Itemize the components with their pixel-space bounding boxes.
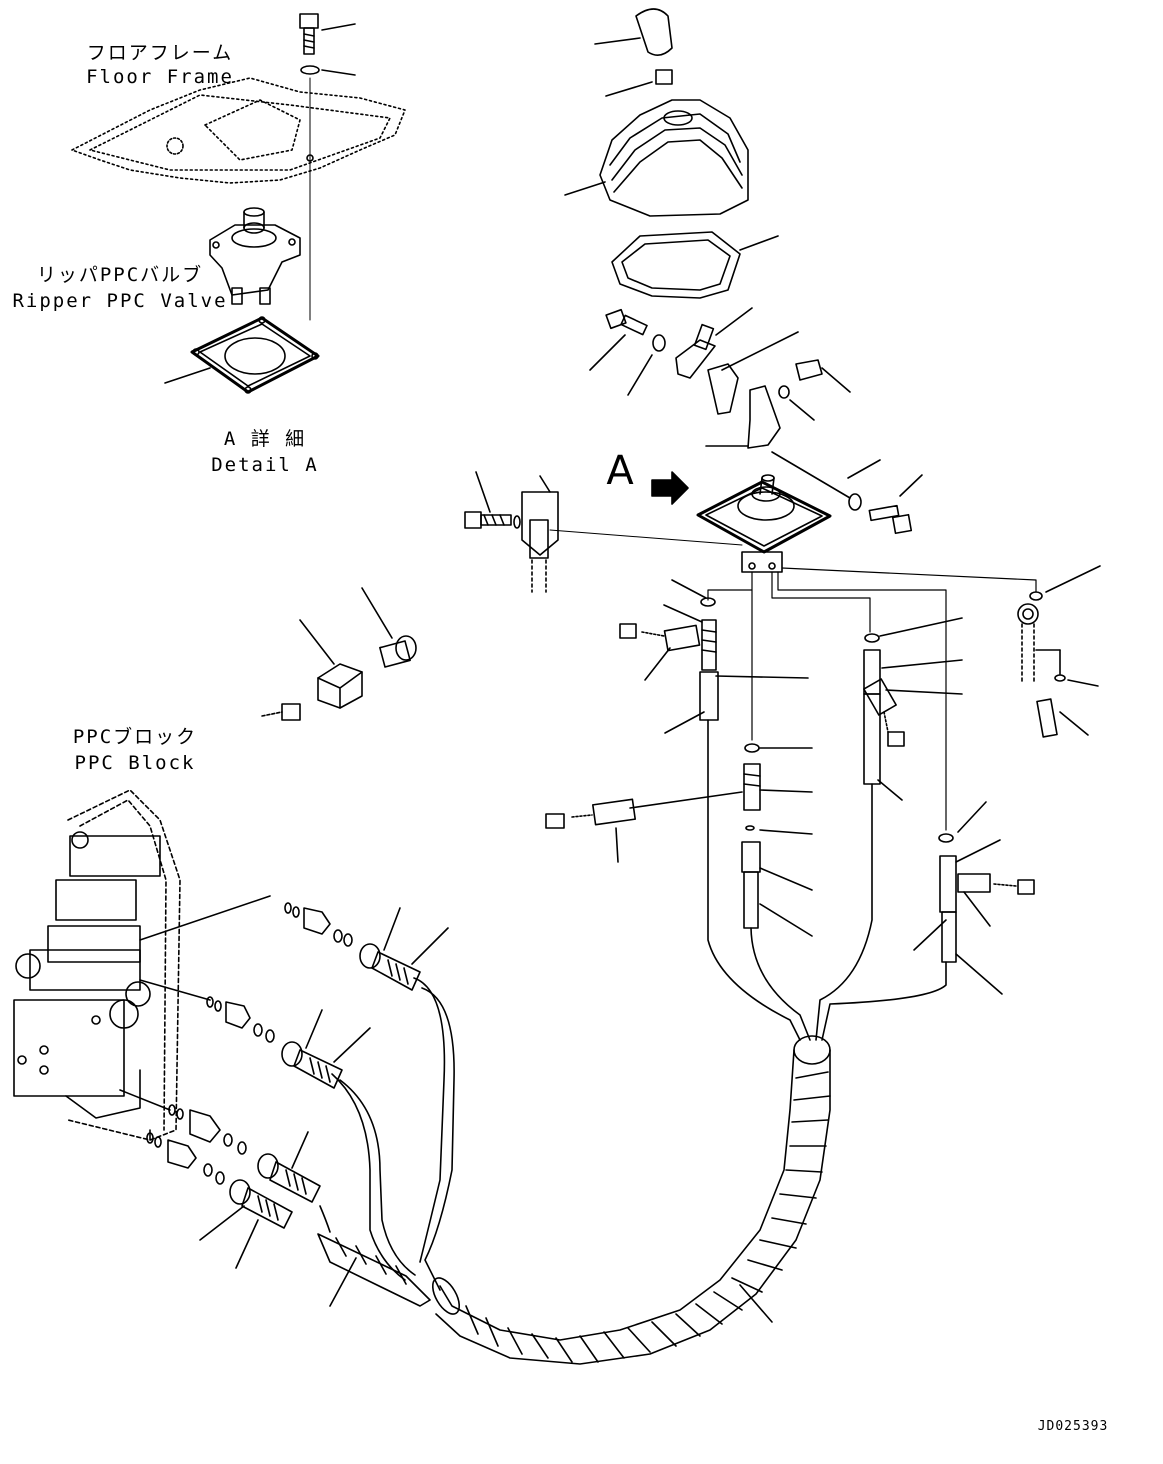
main-valve-bolt (848, 460, 922, 533)
hose-bundle (708, 720, 946, 1040)
detail-label-en: Detail A (211, 454, 319, 476)
valve-plate (192, 317, 318, 393)
ripper-ppc-valve (210, 208, 300, 304)
boot-seal (612, 232, 778, 298)
floor-frame-label-en: Floor Frame (86, 66, 234, 88)
fitting-3 (169, 1105, 320, 1202)
spiral-sleeve (427, 1036, 830, 1364)
hose-far-right (914, 802, 1034, 994)
hose-middle (546, 744, 812, 936)
ppc-block (14, 790, 270, 1140)
detail-a-marker: A (606, 448, 634, 494)
main-ppc-valve (698, 475, 830, 572)
solenoid-connector (262, 588, 416, 720)
ppc-block-label-jp: PPCブロック (72, 726, 198, 748)
fitting-4 (147, 1133, 292, 1268)
floor-frame-label-jp: フロアフレーム (86, 42, 234, 64)
lever-knob (595, 9, 672, 96)
lever-boot (565, 100, 748, 216)
fitting-1 (285, 903, 448, 990)
hose-left (620, 580, 808, 733)
hose-routing (708, 568, 1036, 830)
floor-frame (72, 78, 405, 183)
left-bracket (465, 472, 742, 592)
detail-a-arrow (652, 472, 688, 504)
detail-label-jp: A 詳 細 (223, 428, 307, 450)
ripper-valve-label-en: Ripper PPC Valve (12, 290, 228, 312)
ppc-block-label-en: PPC Block (74, 752, 196, 774)
fitting-2 (207, 997, 370, 1088)
fitting-far-right (1018, 566, 1100, 737)
link-lever (676, 308, 850, 498)
link-bolt (590, 310, 665, 395)
ppc-block-hoses (318, 978, 454, 1306)
drawing-code: JD025393 (1037, 1419, 1109, 1434)
frame-bolt (300, 14, 355, 320)
hose-right (864, 618, 962, 800)
ripper-valve-label-jp: リッパPPCバルブ (36, 264, 204, 286)
